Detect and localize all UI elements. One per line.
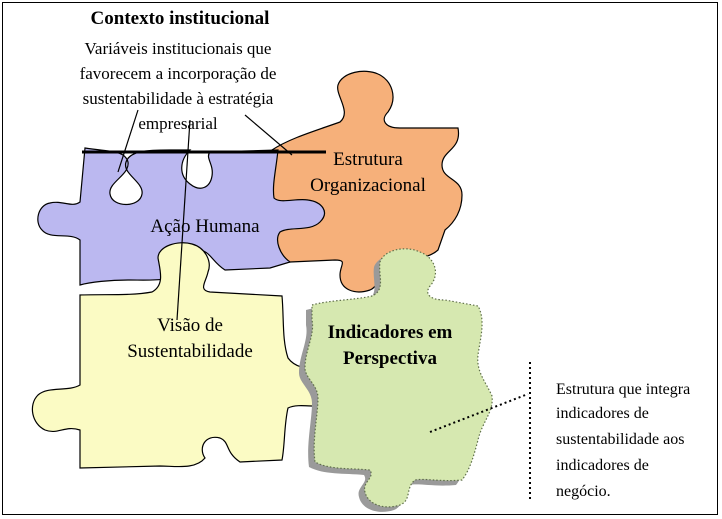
indicadores-label-line-2: Perspectiva <box>343 348 437 369</box>
context-line-4: empresarial <box>138 114 218 133</box>
leader-line-estrutura <box>244 114 293 156</box>
leader-line-acao <box>117 109 139 173</box>
note-line-3: sustentabilidade aos <box>556 431 685 448</box>
estrutura-label-line-1: Estrutura <box>333 149 403 170</box>
leader-line-visao <box>176 119 191 321</box>
visao-label-line-1: Visão de <box>157 315 223 336</box>
context-title: Contexto institucional <box>90 8 270 29</box>
visao-label-line-2: Sustentabilidade <box>127 341 253 362</box>
context-line-2: favorecem a incorporação de <box>79 64 277 83</box>
piece-acao-humana <box>37 147 325 286</box>
indicadores-label-line-1: Indicadores em <box>327 322 453 343</box>
note-line-1: Estrutura que integra <box>556 381 691 398</box>
note-line-2: indicadores de <box>556 405 649 422</box>
acao-humana-label: Ação Humana <box>150 216 260 237</box>
piece-indicadores-perspectiva <box>304 248 493 508</box>
context-line-1: Variáveis institucionais que <box>84 39 272 58</box>
context-line-3: sustentabilidade à estratégia <box>82 89 274 108</box>
note-line-5: negócio. <box>556 483 611 500</box>
note-line-4: indicadores de <box>556 457 649 474</box>
estrutura-label-line-2: Organizacional <box>310 175 426 196</box>
piece-estrutura-organizacional <box>271 70 463 293</box>
